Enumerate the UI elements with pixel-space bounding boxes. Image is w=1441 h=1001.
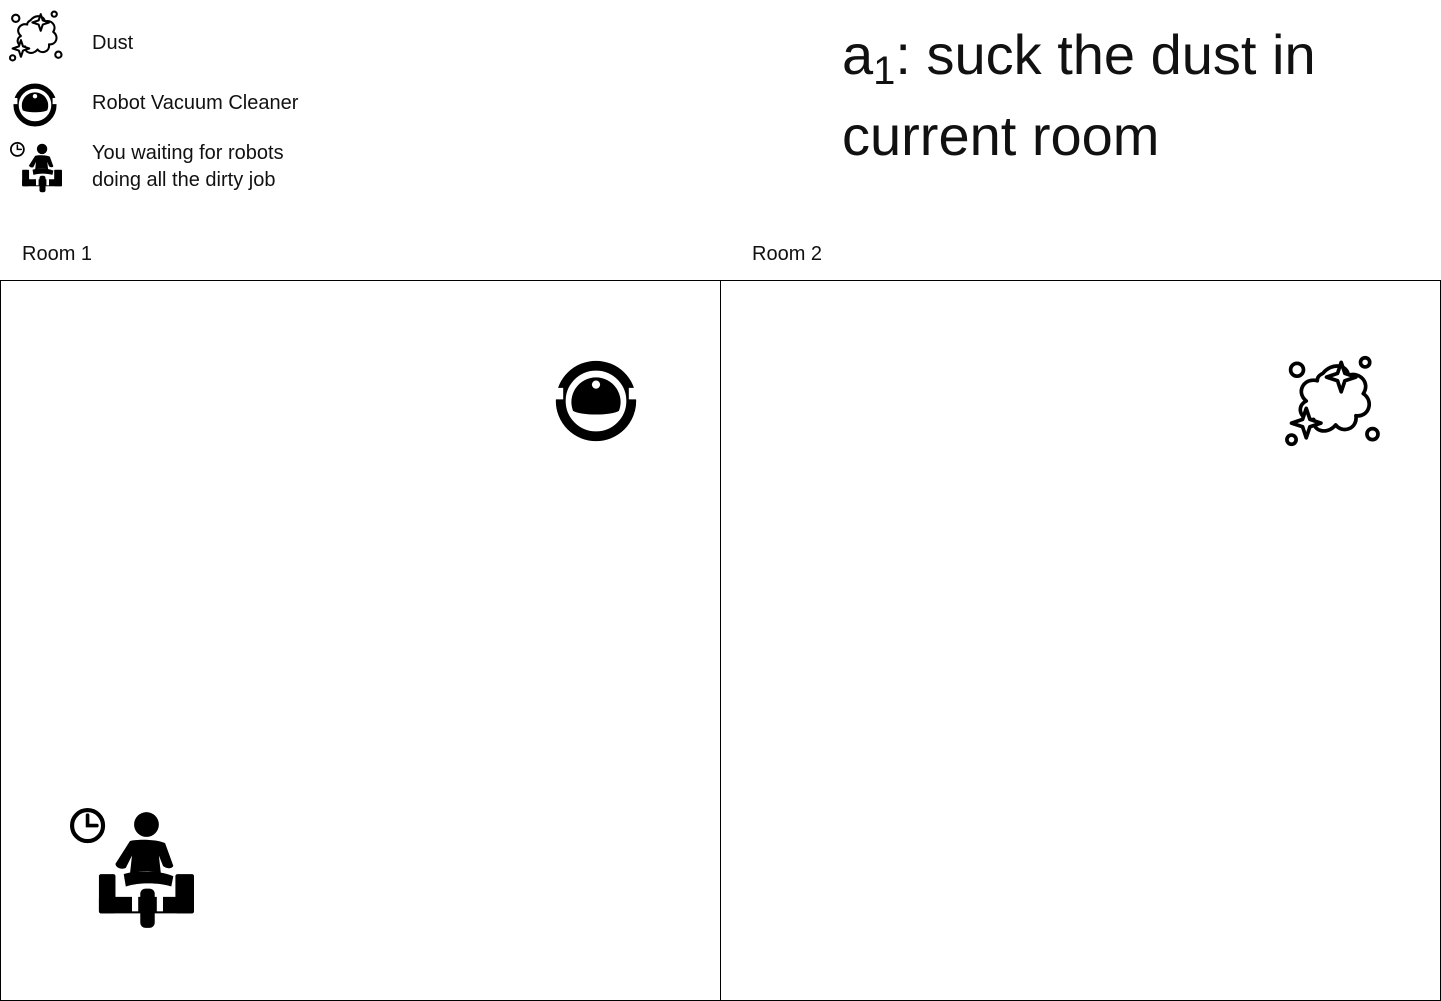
room-1-label: Room 1	[22, 243, 93, 265]
person-waiting-icon	[70, 808, 194, 932]
action-title-line-1: a1: suck the dust in	[842, 14, 1316, 95]
action-title: a1: suck the dust in current room	[842, 14, 1316, 176]
action-text-line-2: current room	[842, 104, 1160, 167]
room-1	[0, 280, 721, 1001]
robot-vacuum-icon	[13, 83, 57, 127]
legend-label-line: You waiting for robots	[92, 142, 284, 164]
action-text-line-1: : suck the dust in	[895, 23, 1316, 86]
dust-icon	[1284, 355, 1380, 447]
legend-label-dust: Dust	[92, 30, 133, 57]
room-2-label: Room 2	[752, 243, 823, 265]
robot-vacuum-icon	[555, 360, 637, 442]
action-subscript: 1	[873, 49, 896, 93]
legend-label-robot-vacuum: Robot Vacuum Cleaner	[92, 90, 298, 117]
person-waiting-icon	[10, 140, 62, 196]
legend-label-line: Dust	[92, 32, 134, 54]
legend-label-line: Robot Vacuum Cleaner	[92, 92, 299, 114]
room-2	[720, 280, 1441, 1001]
dust-icon	[8, 10, 63, 62]
legend-label-person-waiting: You waiting for robots doing all the dir…	[92, 140, 284, 194]
action-name: a	[842, 23, 874, 86]
legend-label-line: doing all the dirty job	[92, 169, 276, 191]
